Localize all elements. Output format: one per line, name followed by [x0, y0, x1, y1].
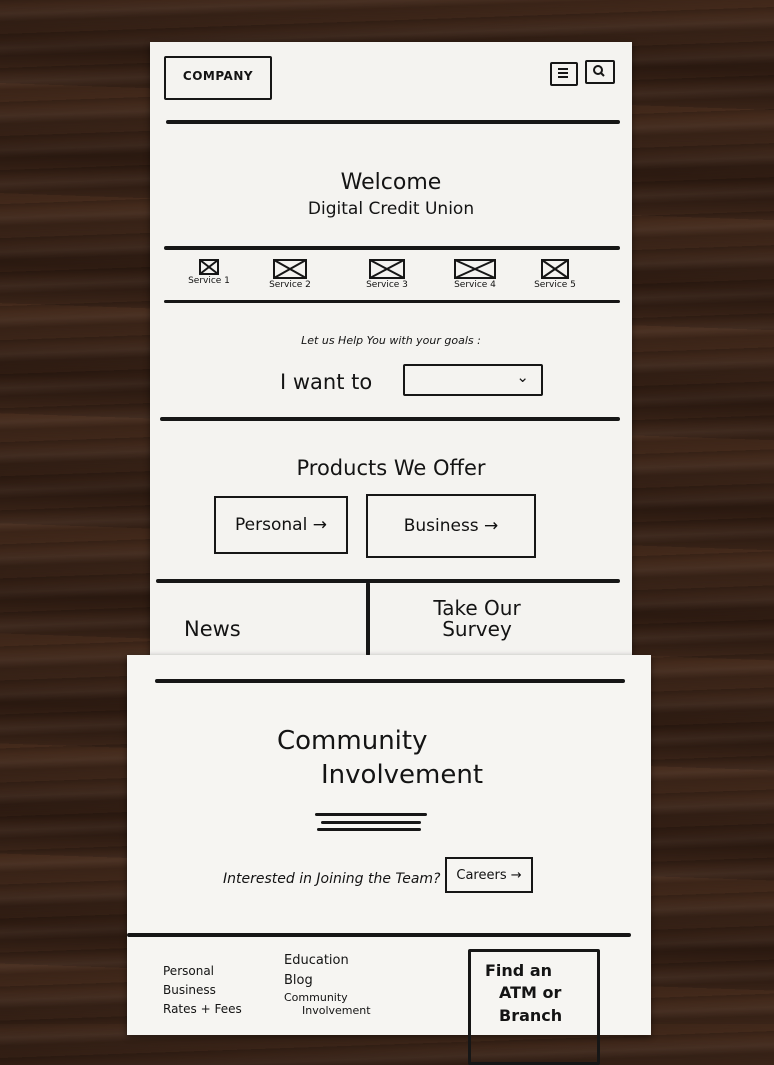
hero-subtitle: Digital Credit Union: [307, 199, 475, 219]
footer-link-business[interactable]: Business: [163, 983, 216, 998]
image-placeholder-icon: [273, 259, 307, 279]
personal-button[interactable]: Personal →: [214, 496, 348, 554]
find-atm-branch-button[interactable]: Find an ATM or Branch: [468, 949, 600, 1065]
service-item-3[interactable]: Service 3: [352, 259, 422, 290]
service-item-2[interactable]: Service 2: [255, 259, 325, 290]
service-label: Service 3: [366, 280, 408, 290]
service-label: Service 1: [188, 276, 230, 286]
service-label: Service 4: [454, 280, 496, 290]
service-item-4[interactable]: Service 4: [440, 259, 510, 290]
hero-title: Welcome: [340, 170, 442, 195]
products-divider: [156, 579, 620, 583]
image-placeholder-icon: [369, 259, 405, 279]
goals-label: I want to: [280, 370, 373, 394]
service-item-5[interactable]: Service 5: [520, 259, 590, 290]
community-top-divider: [155, 679, 625, 683]
content-placeholder-line: [321, 821, 421, 824]
community-heading: Community Involvement: [277, 725, 483, 793]
service-label: Service 2: [269, 280, 311, 290]
footer-link-rates-fees[interactable]: Rates + Fees: [163, 1002, 242, 1017]
wireframe-sheet-bottom: Community Involvement Interested in Join…: [127, 655, 651, 1065]
community-heading-line2: Involvement: [321, 759, 484, 790]
news-link[interactable]: News: [184, 617, 241, 641]
footer-divider: [127, 933, 631, 937]
services-top-divider: [164, 246, 620, 250]
community-heading-line1: Community: [277, 726, 428, 756]
service-item-1[interactable]: Service 1: [174, 259, 244, 286]
footer-link-community[interactable]: Community: [284, 991, 348, 1005]
careers-prompt: Interested in Joining the Team?: [223, 871, 441, 887]
split-divider: [366, 582, 370, 656]
find-line-1: Find an: [485, 961, 553, 980]
goals-dropdown[interactable]: ⌄: [403, 364, 543, 396]
wireframe-sheet-top: COMPANY Welcome Digital Credit Union Ser…: [150, 42, 632, 662]
products-heading: Products We Offer: [296, 456, 486, 480]
footer-link-education[interactable]: Education: [284, 953, 349, 968]
goals-divider: [160, 417, 620, 421]
image-placeholder-icon: [541, 259, 569, 279]
header-divider: [166, 120, 620, 124]
company-logo[interactable]: COMPANY: [164, 56, 272, 100]
careers-button[interactable]: Careers →: [445, 857, 533, 893]
footer-link-personal[interactable]: Personal: [163, 964, 215, 978]
find-line-3: Branch: [499, 1005, 563, 1025]
find-atm-branch-label: Find an ATM or Branch: [485, 960, 562, 1027]
chevron-down-icon: ⌄: [516, 368, 529, 386]
service-label: Service 5: [534, 280, 576, 290]
footer-link-blog[interactable]: Blog: [284, 973, 313, 989]
content-placeholder-line: [317, 828, 421, 831]
business-button[interactable]: Business →: [366, 494, 536, 558]
menu-icon[interactable]: [550, 62, 578, 86]
footer-column-1: Personal Business Rates + Fees: [163, 962, 242, 1020]
goals-prompt: Let us Help You with your goals :: [301, 334, 481, 347]
content-placeholder-line: [315, 813, 427, 816]
footer-column-2: Education Blog Community Involvement: [284, 951, 371, 1018]
company-logo-text: COMPANY: [182, 69, 254, 83]
footer-link-involvement[interactable]: Involvement: [302, 1004, 371, 1018]
search-icon[interactable]: [585, 60, 615, 84]
image-placeholder-icon: [454, 259, 496, 279]
services-bottom-divider: [164, 300, 620, 303]
find-line-2: ATM or: [499, 983, 562, 1003]
survey-link[interactable]: Take Our Survey: [433, 596, 521, 641]
image-placeholder-icon: [199, 259, 219, 275]
